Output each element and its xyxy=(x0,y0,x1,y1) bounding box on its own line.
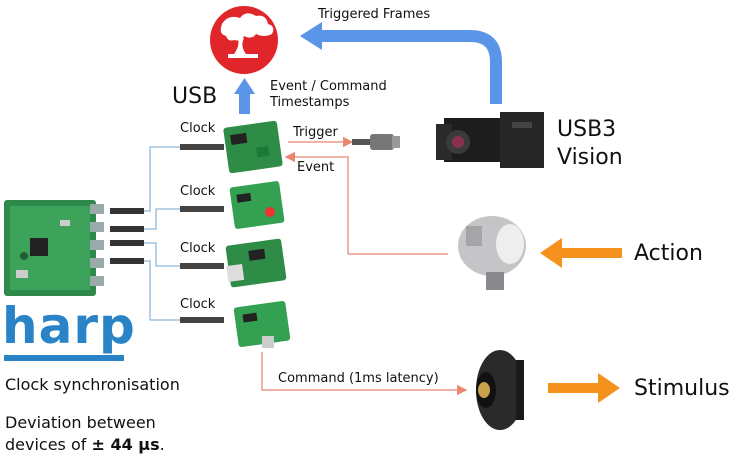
harp-logo: harp xyxy=(2,297,136,355)
harp-logo-underline xyxy=(4,355,124,361)
clock-sync-label: Clock synchronisation xyxy=(5,375,180,394)
usb3-camera xyxy=(436,112,544,168)
command-arrow xyxy=(261,352,468,396)
event-arrow xyxy=(284,151,448,255)
hub-cables xyxy=(110,208,144,264)
clock-label-2: Clock xyxy=(180,184,216,199)
trigger-label: Trigger xyxy=(293,125,338,140)
deviation-prefix: devices of xyxy=(5,435,92,454)
clock-lines xyxy=(144,146,180,321)
clock-label-4: Clock xyxy=(180,297,216,312)
event-command-label: Event / Command xyxy=(270,79,387,94)
stimulus-arrow xyxy=(548,373,620,403)
device-board-2 xyxy=(229,181,285,229)
deviation-suffix: . xyxy=(159,435,165,454)
deviation-value: ± 44 µs xyxy=(91,435,160,454)
device-board-3 xyxy=(225,238,287,288)
triggered-frames-label: Triggered Frames xyxy=(318,7,431,22)
usb-arrow xyxy=(234,78,255,114)
command-label: Command (1ms latency) xyxy=(278,371,439,386)
device-board-1 xyxy=(223,120,283,174)
clock-label-3: Clock xyxy=(180,241,216,256)
usb3-label: USB3 xyxy=(557,117,617,142)
action-arrow xyxy=(540,238,622,268)
clock-hub-board xyxy=(4,200,104,296)
device-board-4 xyxy=(233,300,291,348)
action-device xyxy=(458,216,526,290)
timestamps-label: Timestamps xyxy=(270,95,350,110)
triggered-frames-arrow xyxy=(300,22,502,104)
stimulus-label: Stimulus xyxy=(634,376,730,401)
event-label: Event xyxy=(297,160,335,175)
deviation-line-2: devices of ± 44 µs. xyxy=(5,435,165,454)
bonsai-logo xyxy=(210,6,278,74)
action-label: Action xyxy=(634,241,703,266)
speaker xyxy=(476,350,524,430)
usb-label: USB xyxy=(172,84,218,109)
vision-label: Vision xyxy=(557,145,623,170)
device-jacks xyxy=(180,144,224,323)
trigger-cable xyxy=(352,134,400,150)
clock-label-1: Clock xyxy=(180,121,216,136)
deviation-line-1: Deviation between xyxy=(5,413,156,432)
